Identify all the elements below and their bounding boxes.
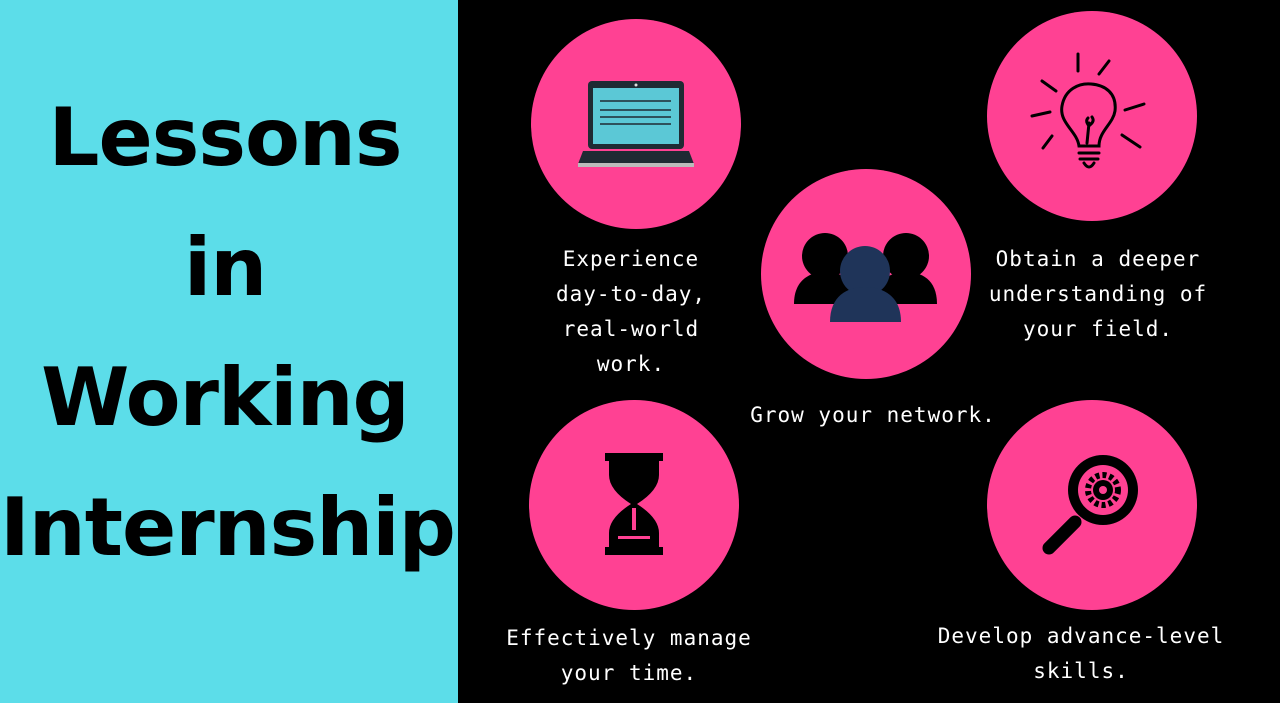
- title-line: in: [183, 221, 267, 314]
- text-line: Effectively manage: [506, 626, 752, 650]
- people-circle: [761, 169, 971, 379]
- title-panel: Lessons in Working Internship: [0, 0, 458, 703]
- item-text-skills: Develop advance-level skills.: [938, 619, 1225, 689]
- title-line: Lessons: [48, 91, 403, 184]
- text-line: Obtain a deeper: [995, 247, 1201, 271]
- text-line: understanding of: [988, 282, 1208, 306]
- title-line: Internship: [0, 481, 456, 574]
- text-line: real-world: [562, 317, 700, 341]
- item-text-experience: Experience day-to-day, real-world work.: [556, 242, 706, 382]
- text-line: Experience: [562, 247, 700, 271]
- text-line: Grow your network.: [750, 403, 996, 427]
- hourglass-circle: [529, 400, 739, 610]
- laptop-circle: [531, 19, 741, 229]
- hourglass-icon: [605, 453, 663, 555]
- magnifier-circle: [987, 400, 1197, 610]
- text-line: Develop advance-level: [937, 624, 1225, 648]
- magnifier-gear-icon: [1042, 455, 1138, 555]
- laptop-icon: [578, 81, 694, 167]
- text-line: day-to-day,: [555, 282, 707, 306]
- text-line: work.: [596, 352, 666, 376]
- people-icon: [794, 233, 937, 322]
- text-line: your time.: [560, 661, 698, 685]
- title-line: Working: [41, 351, 410, 444]
- item-text-time: Effectively manage your time.: [506, 621, 752, 691]
- item-text-network: Grow your network.: [750, 398, 996, 433]
- lightbulb-icon: [1030, 52, 1146, 169]
- text-line: your field.: [1022, 317, 1174, 341]
- text-line: skills.: [1033, 659, 1129, 683]
- item-text-understanding: Obtain a deeper understanding of your fi…: [989, 242, 1207, 347]
- lightbulb-circle: [987, 11, 1197, 221]
